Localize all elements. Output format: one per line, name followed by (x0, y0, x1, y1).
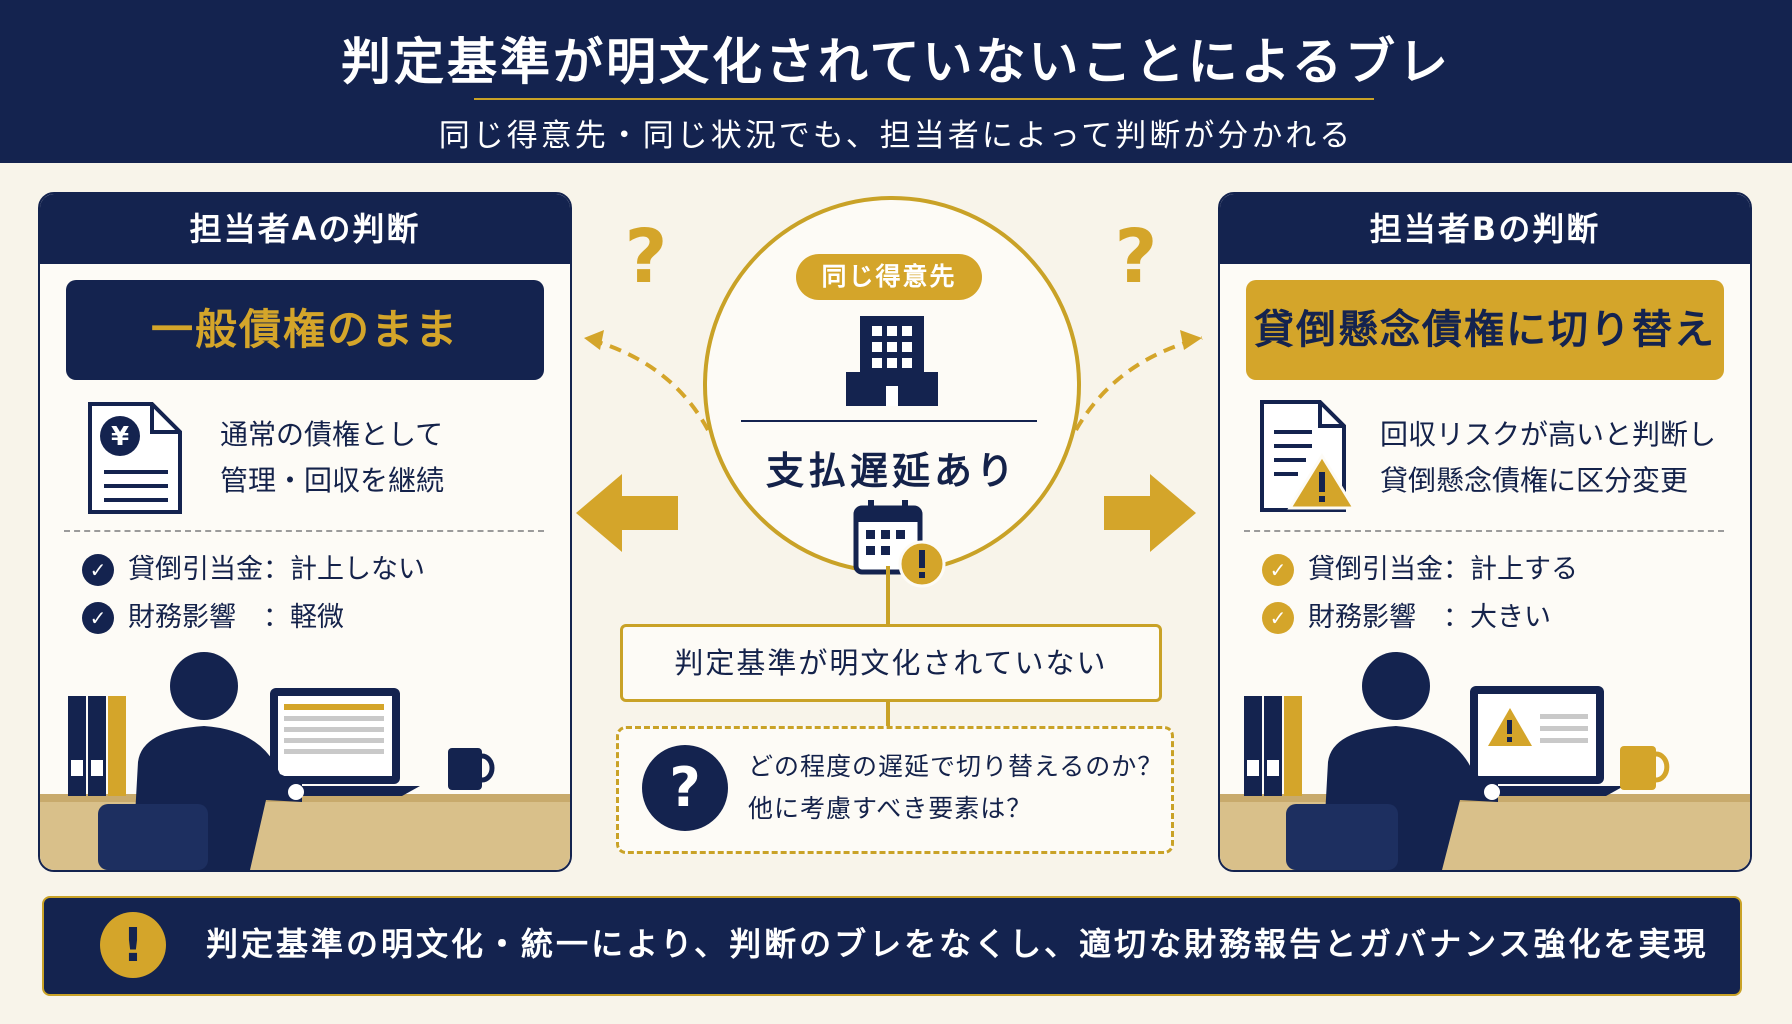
panel-a-description-line2: 管理・回収を継続 (220, 464, 445, 497)
yen-symbol: ¥ (111, 422, 129, 452)
panel-a-description-line1: 通常の債権として (220, 418, 444, 451)
header-bar (0, 0, 1792, 163)
office-worker-illustration-a (40, 652, 570, 870)
panel-b-description: 回収リスクが高いと判断し 貸倒懸念債権に区分変更 (1380, 412, 1740, 504)
panel-b-description-line1: 回収リスクが高いと判断し (1380, 418, 1717, 451)
panel-a-check-impact: ✓ 財務影響 ：軽微 (82, 598, 344, 638)
panel-b-verdict: 貸倒懸念債権に切り替え (1246, 280, 1724, 380)
check-icon: ✓ (82, 602, 114, 634)
panel-a-check-allowance: ✓ 貸倒引当金：計上しない (82, 550, 425, 590)
center-connector-line (886, 566, 890, 726)
page-subtitle: 同じ得意先・同じ状況でも、担当者によって判断が分かれる (438, 118, 1354, 154)
page-title: 判定基準が明文化されていないことによるブレ (341, 33, 1451, 91)
title-divider (474, 98, 1374, 100)
office-worker-illustration-b (1220, 652, 1750, 870)
panel-a-divider (64, 530, 544, 532)
question-mark-left-icon: ? (625, 220, 668, 300)
check-icon: ✓ (82, 554, 114, 586)
center-arrows: ? ? (576, 220, 1203, 552)
question-line1: どの程度の遅延で切り替えるのか？ (748, 752, 1164, 781)
criteria-box: 判定基準が明文化されていない (620, 624, 1162, 702)
panel-b-divider (1244, 530, 1724, 532)
panel-b-check-impact: ✓ 財務影響 ：大きい (1262, 598, 1551, 638)
check-icon: ✓ (1262, 602, 1294, 634)
question-mark-right-icon: ? (1115, 220, 1158, 300)
conclusion-banner (42, 896, 1742, 996)
question-icon: ? (642, 745, 728, 831)
question-text: どの程度の遅延で切り替えるのか？ 他に考慮すべき要素は？ (748, 746, 1163, 830)
panel-a-description: 通常の債権として 管理・回収を継続 (220, 412, 550, 504)
yen-document-icon: ¥ (88, 402, 182, 514)
panel-b-check-allowance: ✓ 貸倒引当金：計上する (1262, 550, 1578, 590)
check-icon: ✓ (1262, 554, 1294, 586)
question-line2: 他に考慮すべき要素は？ (748, 794, 1033, 823)
panel-a-title: 担当者Aの判断 (40, 194, 570, 264)
arrow-right-icon (1104, 474, 1196, 552)
dashed-arrow-right (1074, 336, 1203, 431)
conclusion-text: 判定基準の明文化・統一により、判断のブレをなくし、適切な財務報告とガバナンス強化… (206, 925, 1709, 963)
panel-person-a: 担当者Aの判断 一般債権のまま ¥ 通常の債権として 管理・回収を継続 ✓ 貸倒… (38, 192, 572, 872)
situation-text: 支払遅延あり (765, 449, 1018, 493)
arrow-left-icon (576, 474, 678, 552)
warning-document-icon (1260, 400, 1357, 512)
exclamation-icon: ! (100, 912, 166, 978)
panel-person-b: 担当者Bの判断 貸倒懸念債権に切り替え 回収リスクが高いと判断し 貸倒懸念債権に… (1218, 192, 1752, 872)
circle-divider (741, 420, 1037, 422)
calendar-warning-icon (853, 500, 946, 588)
panel-b-title: 担当者Bの判断 (1220, 194, 1750, 264)
office-building-icon (846, 316, 938, 406)
panel-b-description-line2: 貸倒懸念債権に区分変更 (1380, 464, 1689, 497)
panel-a-verdict: 一般債権のまま (66, 280, 544, 380)
customer-label: 同じ得意先 (796, 254, 982, 300)
dashed-arrow-left (583, 336, 710, 431)
